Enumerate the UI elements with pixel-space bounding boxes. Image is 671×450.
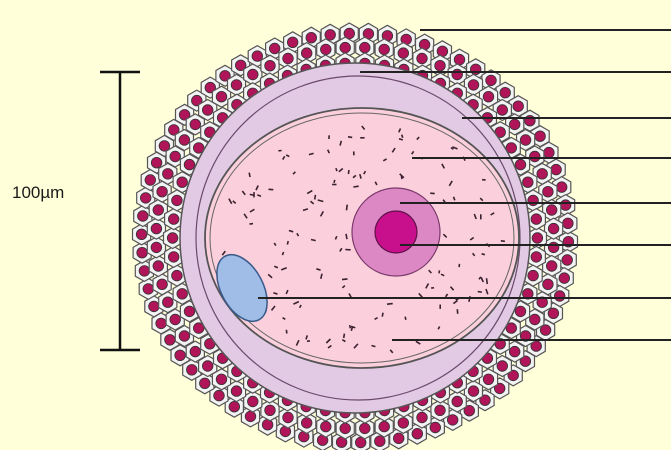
granule [250,194,254,195]
follicle-cell [448,64,466,85]
granule [287,241,288,245]
granule [353,186,358,187]
granule [282,252,283,255]
follicle-cell [448,391,466,412]
follicle-cell [545,218,563,239]
granule [487,278,488,284]
granule [387,304,393,305]
follicle-cell [464,381,482,402]
granule [348,170,349,174]
scale-bar: 100µm [8,72,140,350]
follicle-cell [147,218,165,239]
follicle-cell [164,228,182,249]
granule [347,205,348,211]
follicle-cell [147,237,165,258]
granule [501,241,505,242]
granule [350,325,351,328]
granule [307,341,310,342]
nucleolus [375,211,417,253]
granule [249,173,250,177]
follicle-cell [545,237,563,258]
granule [382,313,383,317]
granule [439,270,440,273]
granule [401,176,402,180]
granule [478,292,482,293]
granule [372,346,376,347]
granule [344,334,345,338]
granule [342,279,348,280]
granule [336,168,337,171]
granule [348,137,352,138]
granule [399,139,403,140]
scale-bar-label: 100µm [12,183,64,202]
granule [311,240,316,241]
granule [346,234,347,239]
granule [402,135,403,138]
granule [250,224,254,225]
follicle-cell [228,74,246,95]
follicle-cell [244,64,262,85]
granule [334,180,335,183]
granule [482,254,485,255]
granule [405,317,406,320]
follicle-cell [244,391,262,412]
granule [315,195,316,200]
